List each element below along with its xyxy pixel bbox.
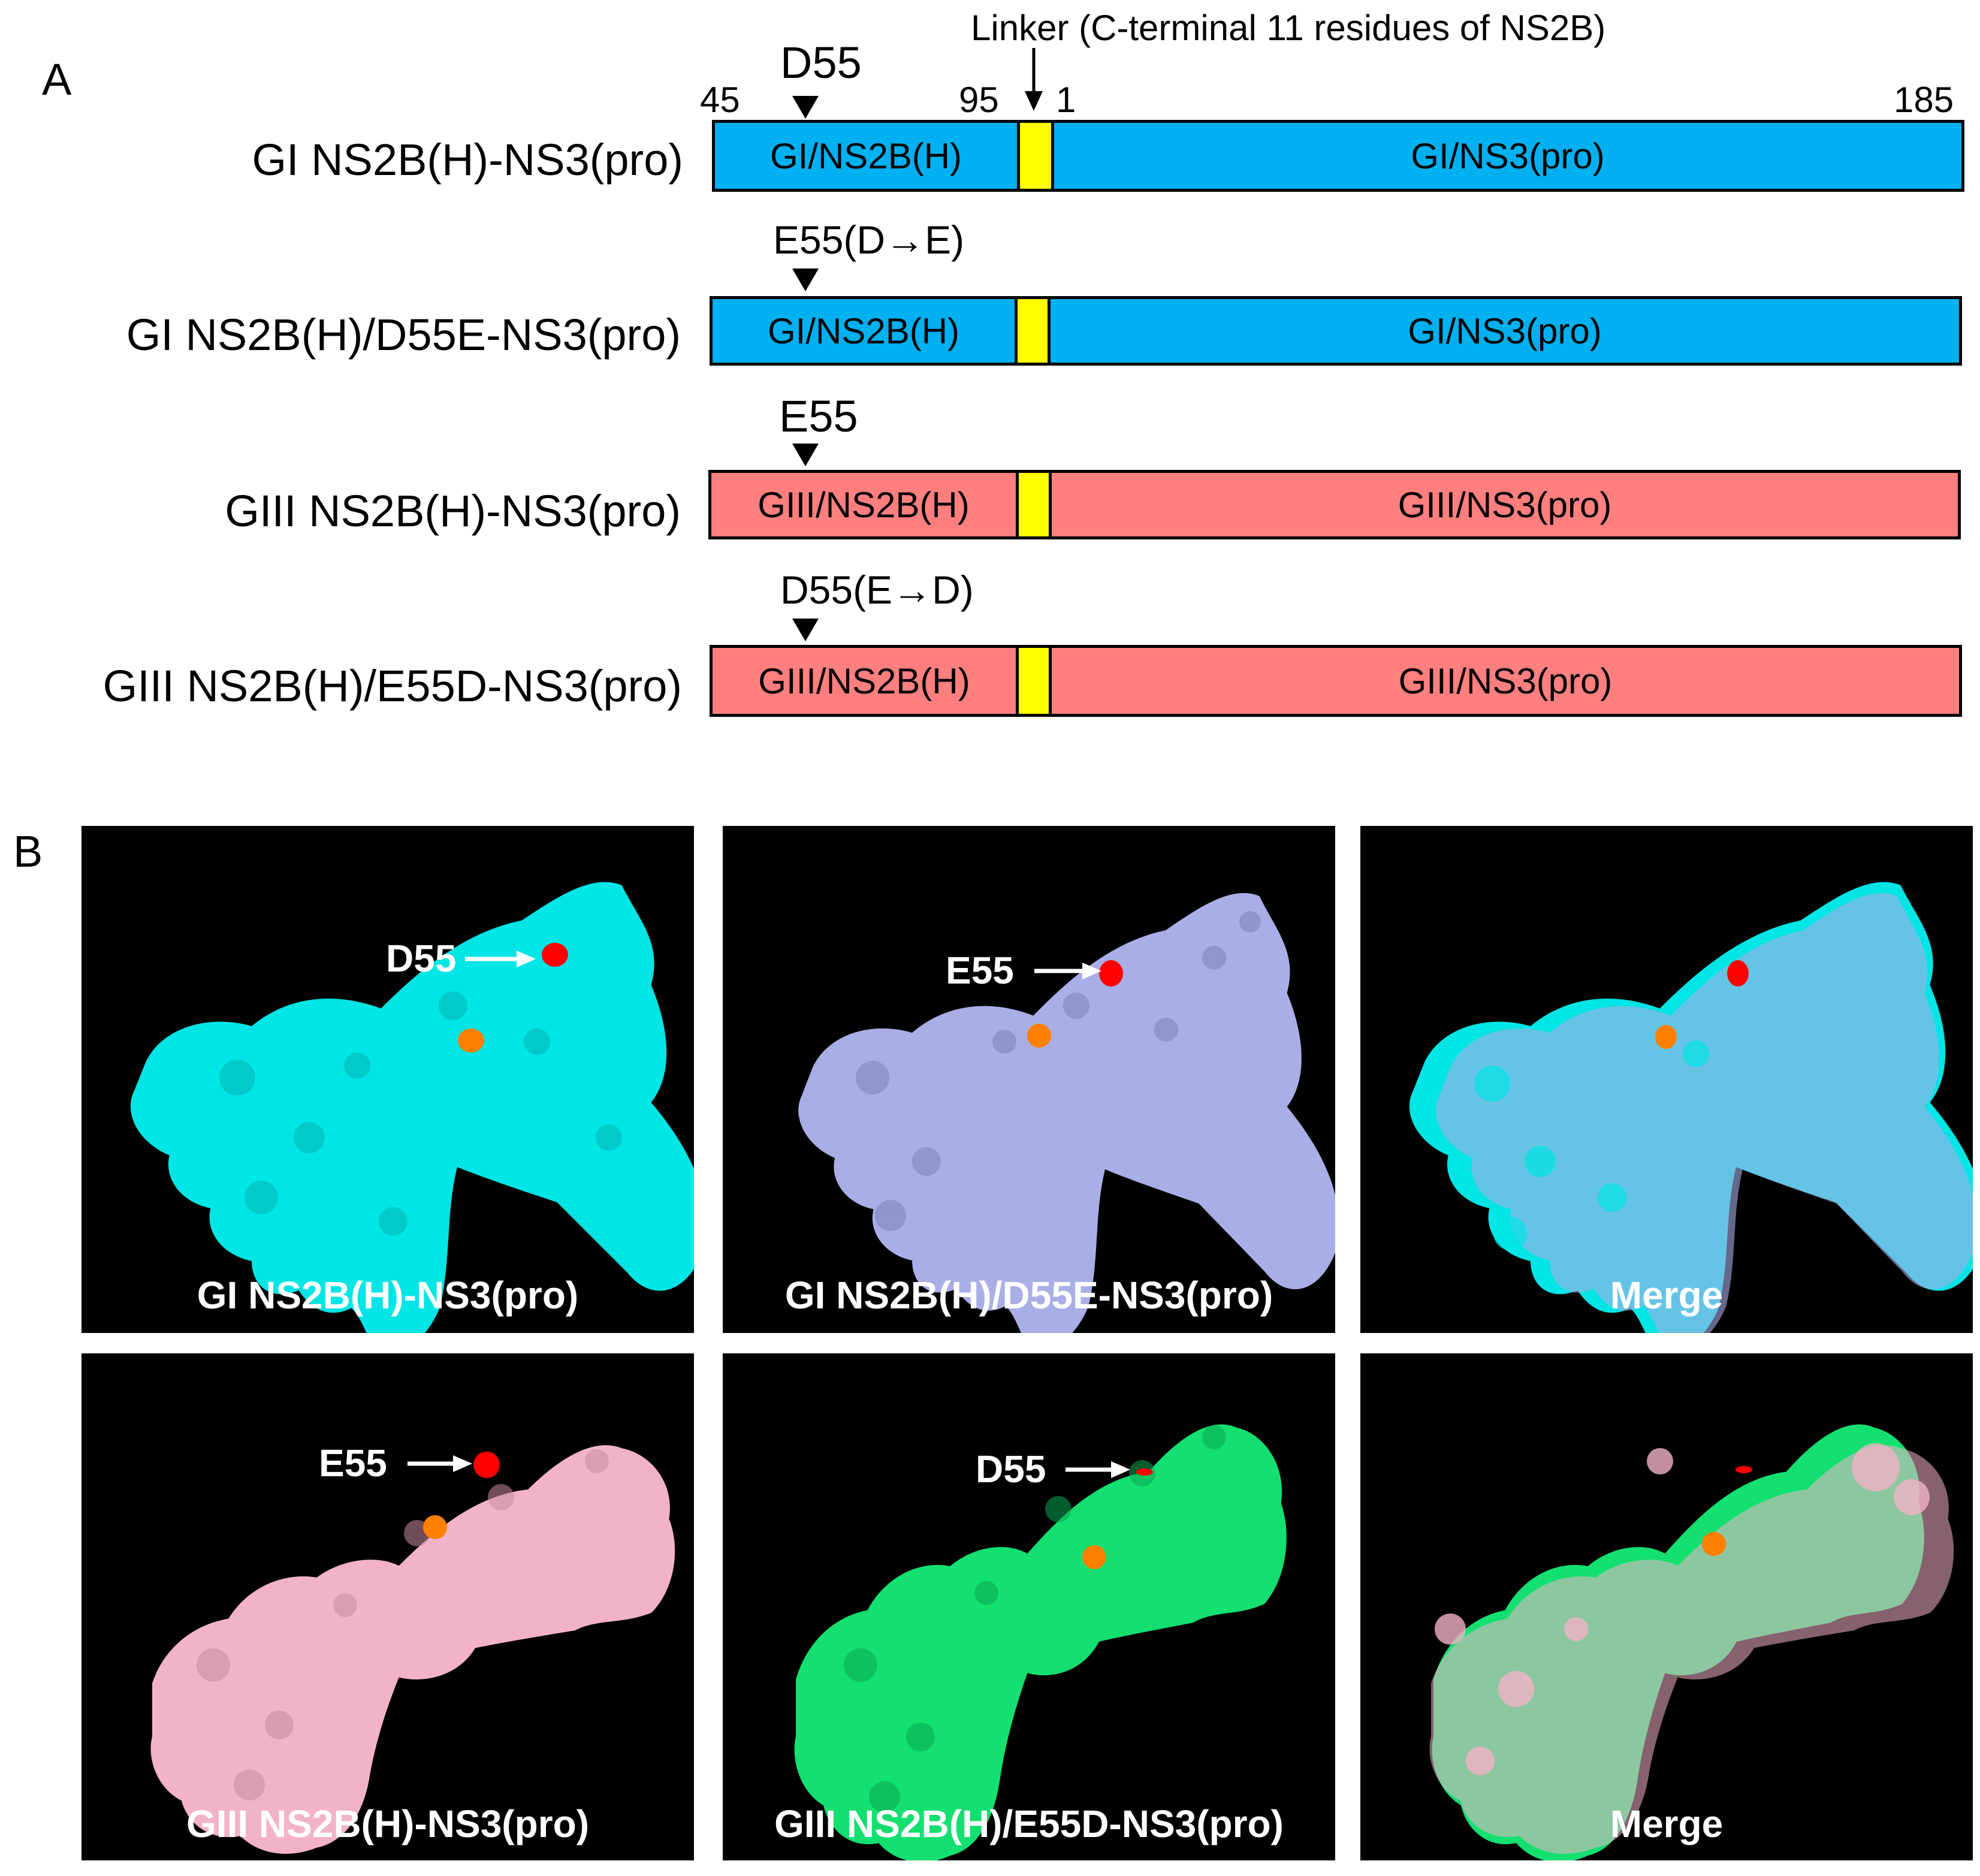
mutation-label: D55(E→D) xyxy=(780,568,974,612)
panel-b-letter: B xyxy=(13,827,43,876)
ns2b-segment: GI/NS2B(H) xyxy=(713,299,1015,363)
linker-segment xyxy=(1015,299,1051,363)
ns3-segment: GI/NS3(pro) xyxy=(1051,299,1959,363)
residue-label: E55 xyxy=(946,949,1014,992)
structure-image-merge-gi: Merge xyxy=(1360,826,1973,1333)
mutation-label: E55(D→E) xyxy=(773,218,965,262)
image-caption: GI NS2B(H)-NS3(pro) xyxy=(197,1274,579,1317)
structure-image-gi-d55e: E55 GI NS2B(H)/D55E-NS3(pro) xyxy=(723,826,1335,1333)
linker-segment xyxy=(1016,648,1052,714)
ns3-segment: GIII/NS3(pro) xyxy=(1052,648,1959,714)
linker-arrow xyxy=(1025,48,1043,111)
construct-name: GIII NS2B(H)-NS3(pro) xyxy=(225,486,681,536)
linker-segment xyxy=(1017,123,1054,189)
active-site-marker xyxy=(1027,1024,1051,1048)
ns2b-segment: GIII/NS2B(H) xyxy=(711,473,1016,536)
mutation-marker xyxy=(792,269,819,291)
active-site-marker xyxy=(458,1029,484,1052)
panel-a-letter: A xyxy=(42,55,72,104)
image-caption: GIII NS2B(H)-NS3(pro) xyxy=(186,1802,589,1845)
active-site-marker xyxy=(1082,1545,1106,1569)
mutation-marker xyxy=(792,619,819,641)
construct-name: GIII NS2B(H)/E55D-NS3(pro) xyxy=(102,661,682,711)
mutation-marker xyxy=(792,444,819,466)
residue-55-marker xyxy=(1099,960,1123,987)
image-caption: Merge xyxy=(1610,1802,1724,1845)
construct-bar-giii: GIII/NS2B(H) GIII/NS3(pro) xyxy=(708,470,1961,539)
construct-bar-gi: GI/NS2B(H) GI/NS3(pro) xyxy=(712,120,1964,192)
ns3-segment: GI/NS3(pro) xyxy=(1054,123,1961,189)
active-site-marker xyxy=(423,1515,447,1539)
image-caption: Merge xyxy=(1610,1274,1724,1317)
active-site-marker xyxy=(1702,1532,1726,1556)
residue-55-marker xyxy=(473,1452,500,1478)
ns3-segment: GIII/NS3(pro) xyxy=(1052,473,1958,536)
construct-name: GI NS2B(H)-NS3(pro) xyxy=(252,135,683,185)
ns2b-segment: GIII/NS2B(H) xyxy=(713,648,1016,714)
active-site-marker xyxy=(1655,1025,1677,1049)
structure-image-giii: E55 GIII NS2B(H)-NS3(pro) xyxy=(82,1353,694,1860)
structure-image-giii-e55d: D55 GIII NS2B(H)/E55D-NS3(pro) xyxy=(723,1353,1335,1860)
position-185: 185 xyxy=(1894,80,1954,120)
residue-55-marker xyxy=(1735,1466,1752,1473)
position-45: 45 xyxy=(700,80,740,120)
linker-segment xyxy=(1016,473,1052,536)
residue-label: E55 xyxy=(319,1441,387,1485)
ns2b-segment: GI/NS2B(H) xyxy=(715,123,1017,189)
structure-image-gi: D55 GI NS2B(H)-NS3(pro) xyxy=(82,826,694,1333)
construct-bar-gi-d55e: GI/NS2B(H) GI/NS3(pro) xyxy=(710,296,1962,366)
residue-label: D55 xyxy=(386,937,457,980)
position-95: 95 xyxy=(959,80,999,120)
structure-image-merge-giii: Merge xyxy=(1360,1353,1973,1860)
residue-label: D55 xyxy=(976,1447,1046,1491)
construct-bar-giii-e55d: GIII/NS2B(H) GIII/NS3(pro) xyxy=(710,645,1962,717)
mutation-label: D55 xyxy=(780,38,862,88)
residue-55-marker xyxy=(1136,1468,1153,1476)
image-caption: GI NS2B(H)/D55E-NS3(pro) xyxy=(784,1274,1273,1317)
mutation-marker xyxy=(792,96,819,119)
construct-name: GI NS2B(H)/D55E-NS3(pro) xyxy=(126,310,681,360)
mutation-label: E55 xyxy=(779,391,858,441)
residue-55-marker xyxy=(1727,960,1749,987)
position-1: 1 xyxy=(1056,80,1076,120)
residue-55-marker xyxy=(542,943,568,967)
image-caption: GIII NS2B(H)/E55D-NS3(pro) xyxy=(774,1802,1284,1845)
linker-label: Linker (C-terminal 11 residues of NS2B) xyxy=(971,8,1606,48)
